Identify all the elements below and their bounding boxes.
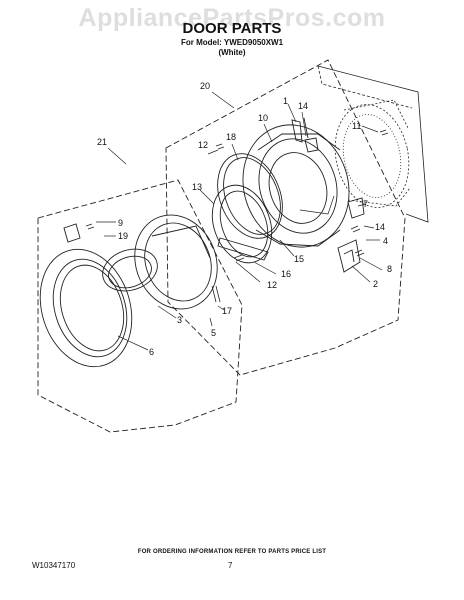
callout-21: 21 (97, 137, 107, 147)
page-number: 7 (228, 561, 233, 570)
door-inner-assembly-outline (165, 59, 406, 376)
callout-8: 8 (387, 264, 392, 274)
callout-labels: 1 2 3 4 5 6 7 8 9 10 11 12 12 13 14 14 1… (97, 81, 392, 357)
hinge-bracket (304, 137, 319, 153)
callout-12b: 12 (267, 280, 277, 290)
door-outer-ring (39, 248, 133, 368)
document-number: W10347170 (32, 561, 76, 570)
callout-15: 15 (294, 254, 304, 264)
callout-16: 16 (281, 269, 291, 279)
callout-14b: 14 (375, 222, 385, 232)
door-outer-assembly-outline (37, 179, 243, 433)
callout-1: 1 (283, 96, 288, 106)
callout-3: 3 (177, 315, 182, 325)
callout-2: 2 (373, 279, 378, 289)
callout-18: 18 (226, 132, 236, 142)
door-gasket (217, 153, 283, 239)
callout-leaders (96, 91, 383, 351)
watermark: AppliancePartsPros.com (78, 4, 386, 32)
callout-20: 20 (200, 81, 210, 91)
callout-7: 7 (363, 199, 368, 209)
callout-13: 13 (192, 182, 202, 192)
callout-5: 5 (211, 328, 216, 338)
inner-door-glass (211, 184, 273, 264)
dryer-front-panel (317, 65, 429, 223)
callout-6: 6 (149, 347, 154, 357)
callout-14a: 14 (298, 101, 308, 111)
ordering-note: FOR ORDERING INFORMATION REFER TO PARTS … (137, 549, 327, 555)
callout-19: 19 (118, 231, 128, 241)
callout-11: 11 (352, 121, 361, 131)
callout-4: 4 (383, 236, 388, 246)
handle-bracket (63, 223, 81, 243)
outer-door-glass (102, 248, 158, 292)
door-hinge-part (291, 117, 309, 143)
callout-17: 17 (222, 306, 232, 316)
callout-12a: 12 (198, 140, 208, 150)
callout-10: 10 (258, 113, 268, 123)
outer-door-frame (134, 214, 218, 310)
screws (85, 129, 389, 303)
model-number: For Model: YWED9050XW1 (180, 38, 284, 47)
model-color: (White) (218, 48, 246, 57)
page-title: DOOR PARTS (182, 20, 282, 37)
latch-plate (347, 197, 365, 219)
callout-9: 9 (118, 218, 123, 228)
inner-door-frame (242, 124, 350, 248)
door-latch (337, 239, 361, 273)
